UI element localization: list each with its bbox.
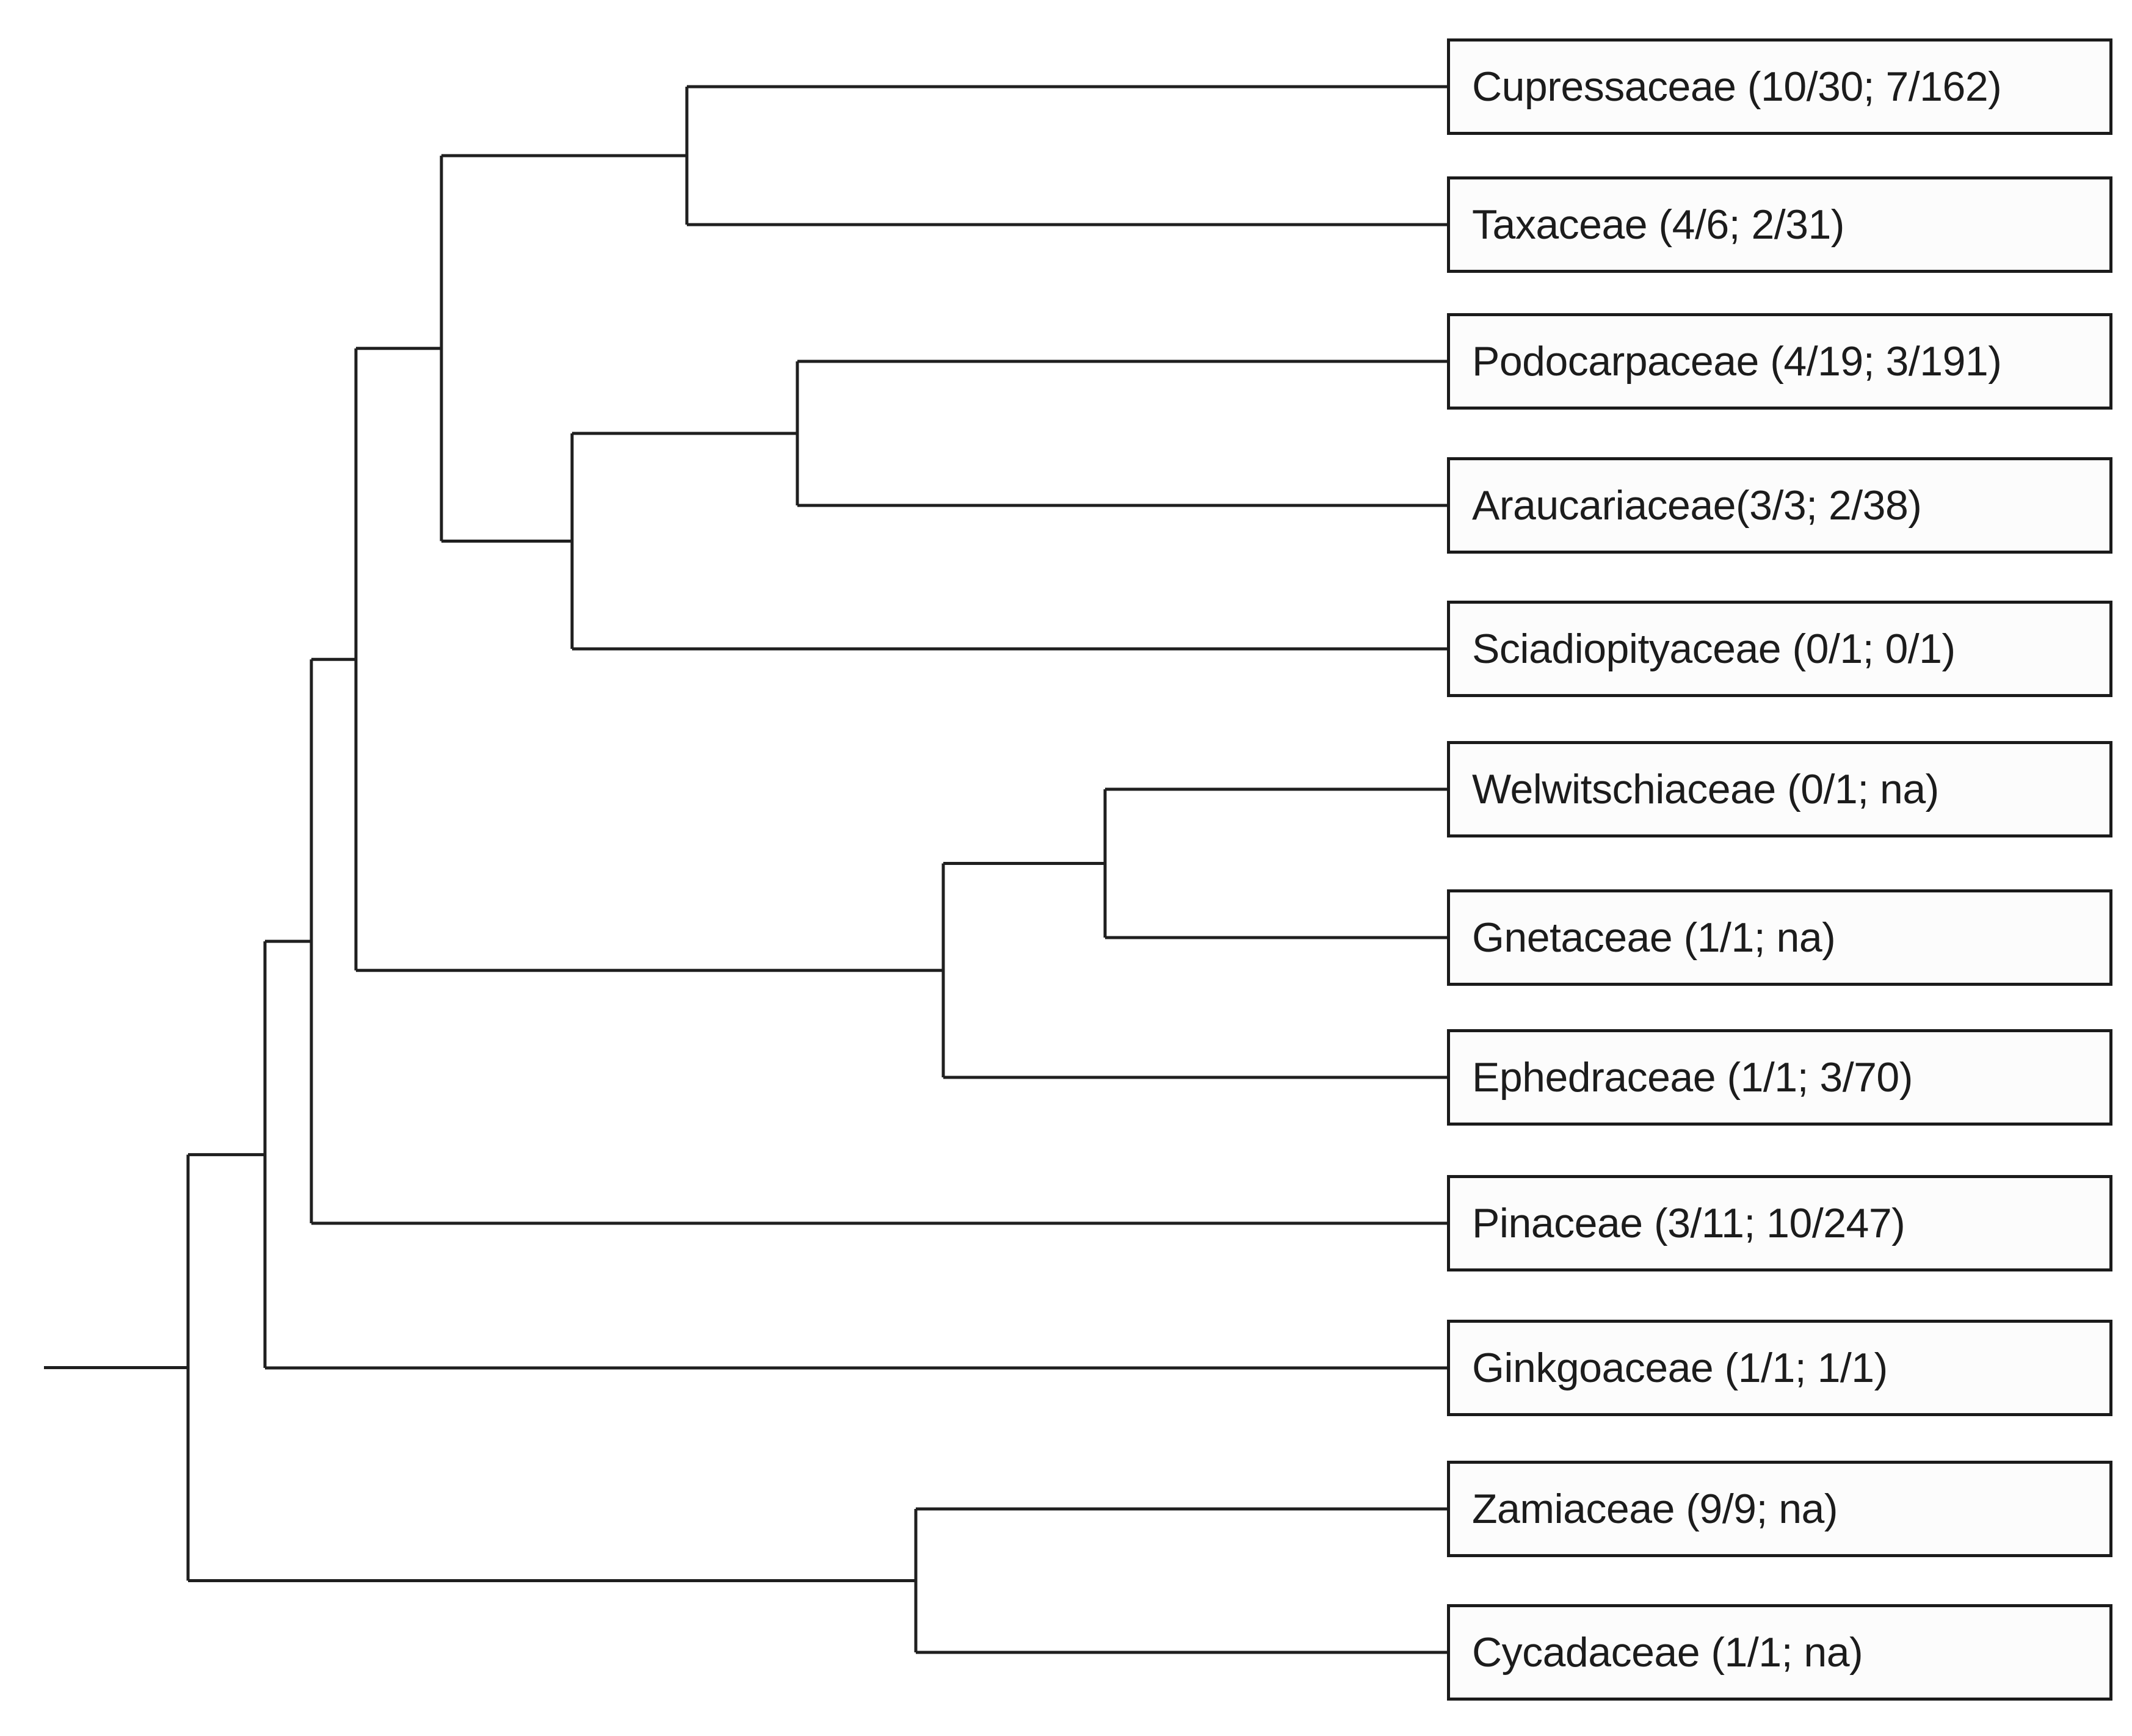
taxon-label-cycadaceae: Cycadaceae (1/1; na) [1472, 1629, 1863, 1676]
taxon-box-taxaceae: Taxaceae (4/6; 2/31) [1447, 176, 2112, 273]
taxon-box-pinaceae: Pinaceae (3/11; 10/247) [1447, 1175, 2112, 1271]
taxon-label-ginkgoaceae: Ginkgoaceae (1/1; 1/1) [1472, 1345, 1888, 1391]
taxon-box-ephedraceae: Ephedraceae (1/1; 3/70) [1447, 1029, 2112, 1126]
taxon-box-ginkgoaceae: Ginkgoaceae (1/1; 1/1) [1447, 1320, 2112, 1416]
taxon-label-welwitschiaceae: Welwitschiaceae (0/1; na) [1472, 766, 1939, 812]
taxon-box-sciadiopityaceae: Sciadiopityaceae (0/1; 0/1) [1447, 601, 2112, 697]
taxon-box-gnetaceae: Gnetaceae (1/1; na) [1447, 889, 2112, 986]
taxon-label-ephedraceae: Ephedraceae (1/1; 3/70) [1472, 1054, 1913, 1101]
taxon-box-zamiaceae: Zamiaceae (9/9; na) [1447, 1461, 2112, 1557]
taxon-label-cupressaceae: Cupressaceae (10/30; 7/162) [1472, 63, 2002, 110]
taxon-box-welwitschiaceae: Welwitschiaceae (0/1; na) [1447, 741, 2112, 837]
taxon-label-zamiaceae: Zamiaceae (9/9; na) [1472, 1486, 1838, 1532]
taxon-box-araucariaceae: Araucariaceae(3/3; 2/38) [1447, 457, 2112, 554]
taxon-label-araucariaceae: Araucariaceae(3/3; 2/38) [1472, 482, 1922, 529]
taxon-box-cycadaceae: Cycadaceae (1/1; na) [1447, 1604, 2112, 1701]
taxon-label-sciadiopityaceae: Sciadiopityaceae (0/1; 0/1) [1472, 626, 1956, 672]
taxon-label-taxaceae: Taxaceae (4/6; 2/31) [1472, 201, 1844, 248]
taxon-label-podocarpaceae: Podocarpaceae (4/19; 3/191) [1472, 338, 2002, 385]
taxon-box-podocarpaceae: Podocarpaceae (4/19; 3/191) [1447, 313, 2112, 410]
taxon-label-pinaceae: Pinaceae (3/11; 10/247) [1472, 1200, 1905, 1246]
taxon-label-gnetaceae: Gnetaceae (1/1; na) [1472, 914, 1836, 961]
taxon-box-cupressaceae: Cupressaceae (10/30; 7/162) [1447, 38, 2112, 135]
